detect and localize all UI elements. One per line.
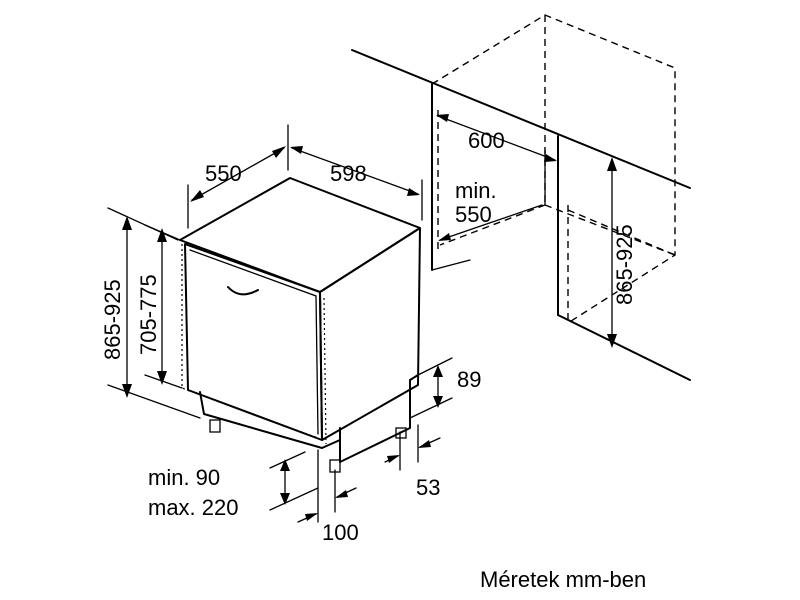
floor-line — [557, 314, 691, 381]
door-inner-edge — [189, 249, 319, 435]
dim-label-53: 53 — [416, 475, 440, 500]
door-handle — [227, 286, 259, 296]
dim-label-89: 89 — [457, 367, 481, 392]
dim-label-min-550: 550 — [455, 202, 492, 227]
rear-foot — [395, 427, 407, 439]
dim-label-max-220: max. 220 — [148, 495, 239, 520]
dim-label-598: 598 — [330, 161, 367, 186]
units-caption: Méretek mm-ben — [480, 567, 646, 592]
cabinet-niche — [351, 14, 691, 381]
dim-label-min-90: min. 90 — [148, 465, 220, 490]
dim-label-height-total: 865-925 — [100, 279, 125, 360]
right-side-face — [319, 227, 421, 441]
dim-label-height-door: 705-775 — [136, 274, 161, 355]
niche-outline-dashed — [431, 14, 676, 324]
dim-label-100: 100 — [322, 520, 359, 545]
decor-panel-outline — [181, 244, 319, 439]
top-face — [179, 177, 421, 293]
plinth — [199, 391, 341, 449]
front-foot — [209, 419, 221, 433]
dim-label-min: min. — [455, 178, 497, 203]
dishwasher-body — [179, 177, 421, 473]
countertop-line — [351, 49, 691, 189]
dim-label-niche-height: 865-925 — [612, 224, 637, 305]
dim-label-550: 550 — [205, 161, 242, 186]
dim-label-600: 600 — [468, 128, 505, 153]
dimension-lines — [107, 114, 617, 523]
